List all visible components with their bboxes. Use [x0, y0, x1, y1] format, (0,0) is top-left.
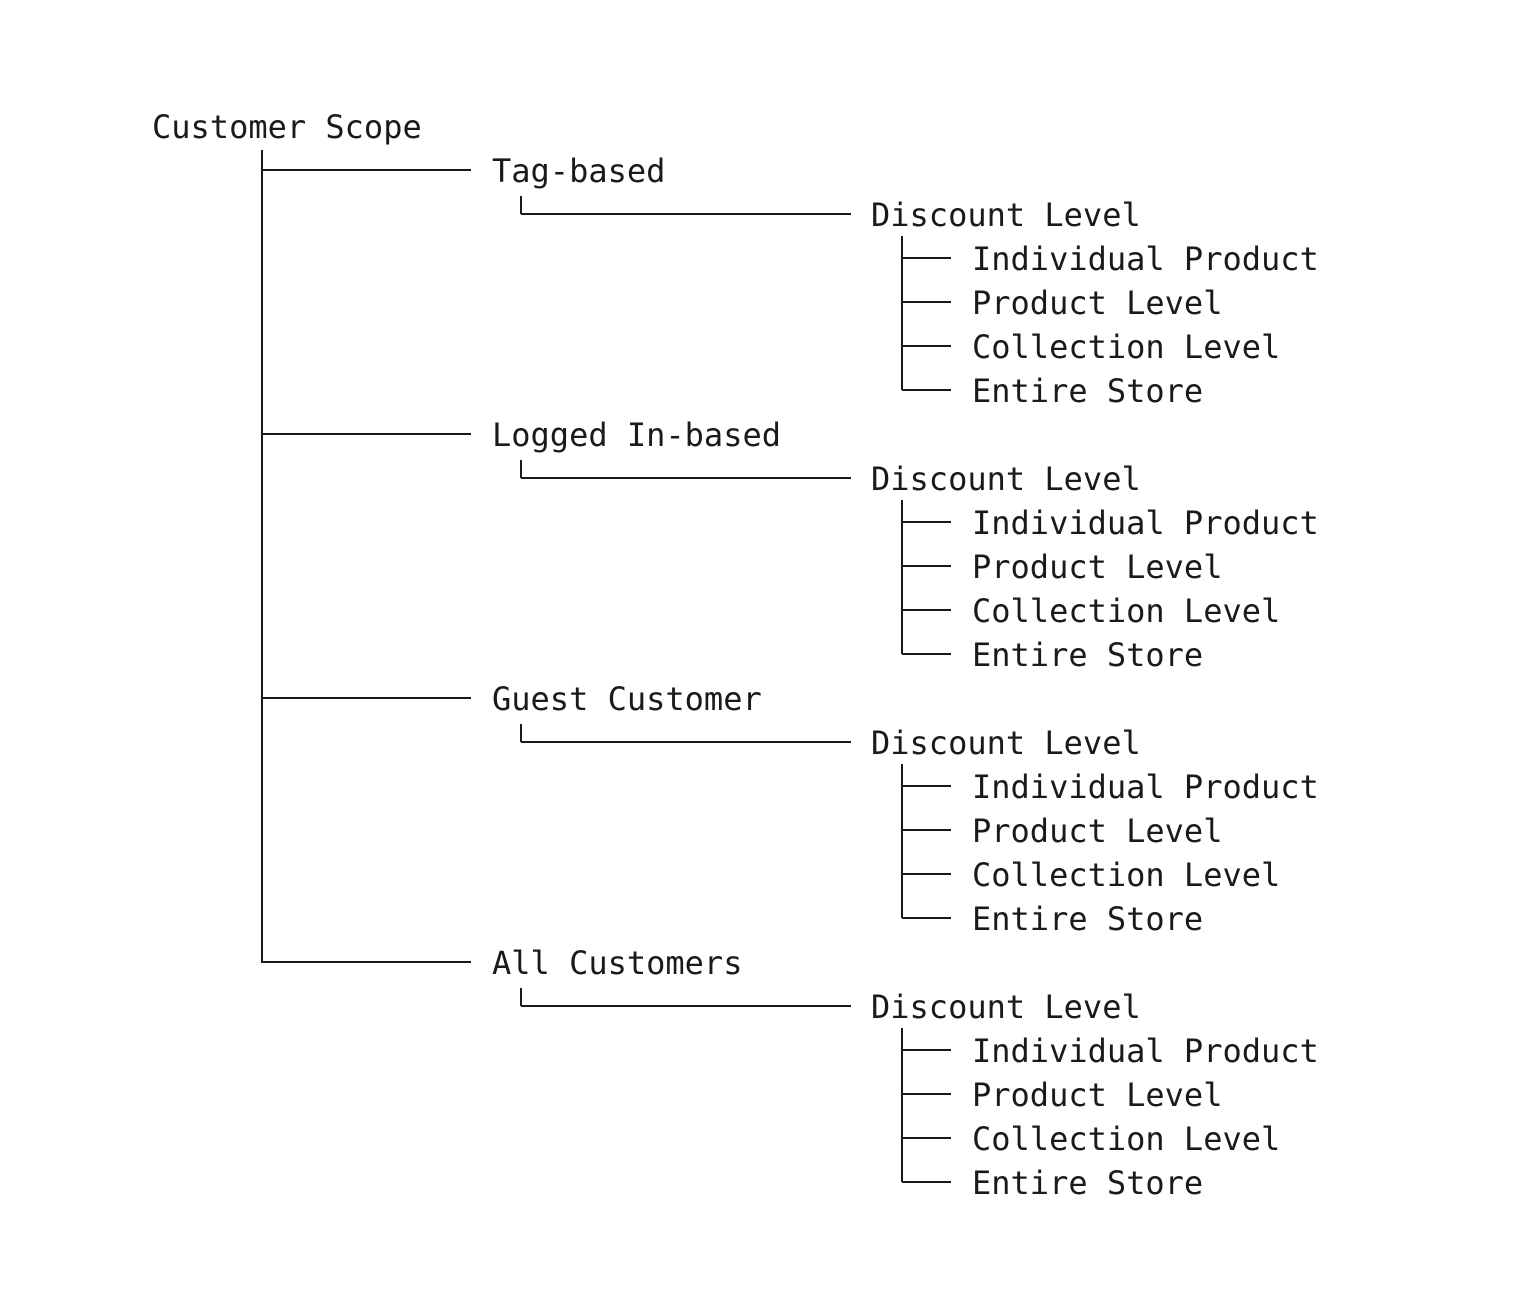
- discount-option-label: Product Level: [972, 284, 1222, 322]
- discount-level-label: Discount Level: [871, 988, 1141, 1026]
- discount-option-label: Entire Store: [972, 900, 1203, 938]
- group-label: All Customers: [492, 944, 742, 982]
- group-label: Tag-based: [492, 152, 665, 190]
- discount-option-label: Collection Level: [972, 1120, 1280, 1158]
- group-label: Guest Customer: [492, 680, 762, 718]
- root-label: Customer Scope: [152, 108, 422, 146]
- discount-option-label: Product Level: [972, 548, 1222, 586]
- discount-option-label: Collection Level: [972, 856, 1280, 894]
- discount-option-label: Entire Store: [972, 1164, 1203, 1202]
- group-label: Logged In-based: [492, 416, 781, 454]
- discount-option-label: Entire Store: [972, 372, 1203, 410]
- discount-option-label: Individual Product: [972, 768, 1319, 806]
- discount-option-label: Individual Product: [972, 504, 1319, 542]
- discount-level-label: Discount Level: [871, 460, 1141, 498]
- discount-option-label: Individual Product: [972, 1032, 1319, 1070]
- discount-option-label: Product Level: [972, 1076, 1222, 1114]
- discount-level-label: Discount Level: [871, 724, 1141, 762]
- discount-option-label: Individual Product: [972, 240, 1319, 278]
- discount-option-label: Entire Store: [972, 636, 1203, 674]
- discount-option-label: Collection Level: [972, 592, 1280, 630]
- discount-option-label: Collection Level: [972, 328, 1280, 366]
- discount-option-label: Product Level: [972, 812, 1222, 850]
- discount-level-label: Discount Level: [871, 196, 1141, 234]
